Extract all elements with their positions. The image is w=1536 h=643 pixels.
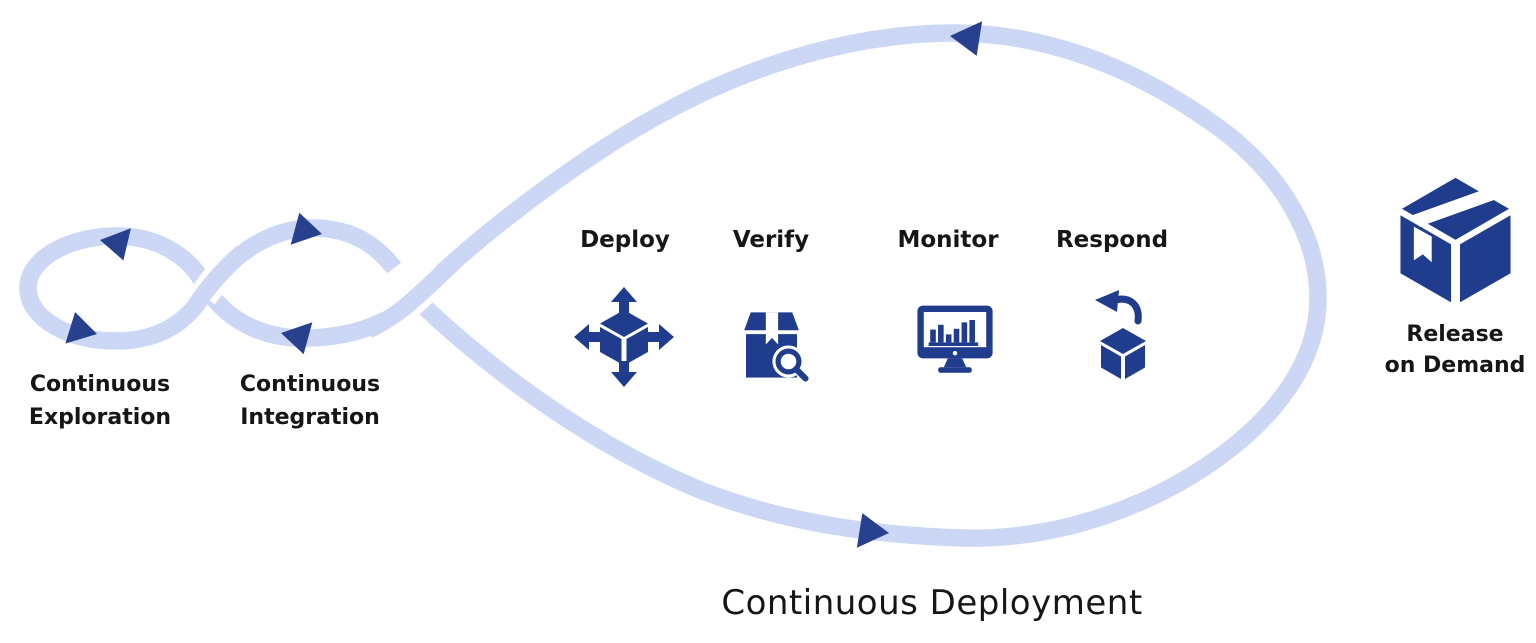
flow-arrow-deployment-bottom — [856, 513, 889, 548]
label-release-on-demand: Release on Demand — [1385, 319, 1526, 381]
label-step-verify: Verify — [732, 227, 810, 253]
flow-arrow-exploration-bottom — [65, 311, 97, 344]
flow-arrow-integration-top — [290, 212, 322, 245]
label-step-respond: Respond — [1055, 227, 1169, 253]
label-line: on Demand — [1384, 353, 1526, 378]
label-step-deploy: Deploy — [580, 227, 670, 253]
package-magnifier-icon — [744, 312, 809, 382]
label-line: Exploration — [28, 405, 172, 430]
label-line: Release — [1406, 322, 1504, 347]
weave-crossing-integration-deployment — [364, 254, 461, 338]
label-continuous-deployment: Continuous Deployment — [721, 583, 1143, 623]
flow-arrow-exploration-top — [100, 228, 131, 261]
flow-arrow-integration-bottom — [281, 322, 313, 355]
pipeline-ribbon-path — [19, 24, 1327, 547]
cube-expand-arrows-icon — [574, 287, 674, 387]
label-step-monitor: Monitor — [897, 227, 999, 253]
flow-arrow-deployment-top — [950, 21, 983, 56]
monitor-bar-chart-icon — [917, 305, 993, 373]
label-continuous-integration: Continuous Integration — [240, 368, 380, 434]
label-line: Continuous — [29, 372, 171, 397]
label-continuous-exploration: Continuous Exploration — [29, 368, 171, 434]
label-line: Integration — [240, 405, 380, 430]
label-line: Continuous — [239, 372, 381, 397]
weave-crossing-exploration-integration — [186, 246, 248, 313]
cube-undo-arrow-icon — [1095, 290, 1146, 379]
package-box-icon — [1398, 175, 1513, 306]
